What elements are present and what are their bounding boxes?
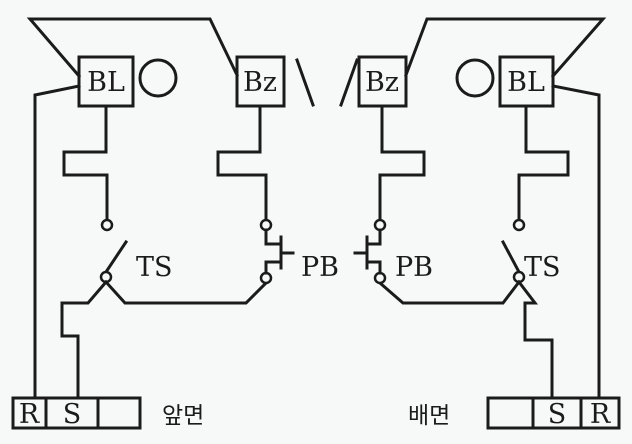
back-bell-label: BL <box>507 67 545 98</box>
back-terminal-r-label: R <box>590 399 611 430</box>
front-pb-upper-lead <box>264 228 282 246</box>
back-ts-s-wire <box>516 279 554 400</box>
back-r-wire <box>551 84 601 400</box>
back-ts-pb-wire <box>377 279 522 305</box>
front-terminal-r-label: R <box>19 399 40 430</box>
front-ts-s-wire <box>60 279 109 400</box>
front-ts-top-contact <box>100 218 114 232</box>
back-top-wire <box>404 17 607 79</box>
back-bell-ts-wire <box>517 104 570 222</box>
back-terminal-blank <box>486 396 535 430</box>
front-buzzer-pb-wire <box>216 104 268 222</box>
front-terminal-s-label: S <box>63 399 82 430</box>
back-buzzer-label: Bz <box>365 67 399 98</box>
front-r-wire <box>33 84 81 400</box>
back-terminal-r <box>579 396 621 430</box>
front-pb-lower-lead <box>264 260 282 275</box>
back-buzzer-pb-wire <box>378 104 426 222</box>
back-pb-upper-lead <box>366 228 382 246</box>
back-terminal-s-label: S <box>548 399 567 430</box>
front-ts-pb-wire <box>103 279 269 305</box>
back-panel: Bz BL TS PB 배면 S R <box>339 17 621 430</box>
front-lamp-circle <box>138 58 178 98</box>
back-pb-label: PB <box>395 252 433 283</box>
back-ts-blade <box>500 239 522 275</box>
front-ts-blade <box>103 239 129 275</box>
front-caption: 앞면 <box>162 403 204 429</box>
front-ts-label: TS <box>136 252 173 283</box>
front-pb-label: PB <box>301 252 339 283</box>
back-lamp-circle <box>455 58 495 98</box>
back-buzzer-stroke <box>339 58 359 107</box>
back-pb-lower-lead <box>366 260 382 275</box>
front-bell-label: BL <box>87 67 125 98</box>
front-top-wire <box>26 17 240 79</box>
front-buzzer-label: Bz <box>243 67 277 98</box>
front-bell-ts-wire <box>62 104 109 222</box>
back-ts-label: TS <box>524 252 561 283</box>
back-ts-top-contact <box>512 218 526 232</box>
front-terminal-blank <box>96 396 142 430</box>
front-panel: BL Bz TS PB R S 앞면 <box>11 17 339 430</box>
front-buzzer-stroke <box>295 58 315 107</box>
back-caption: 배면 <box>408 403 450 429</box>
